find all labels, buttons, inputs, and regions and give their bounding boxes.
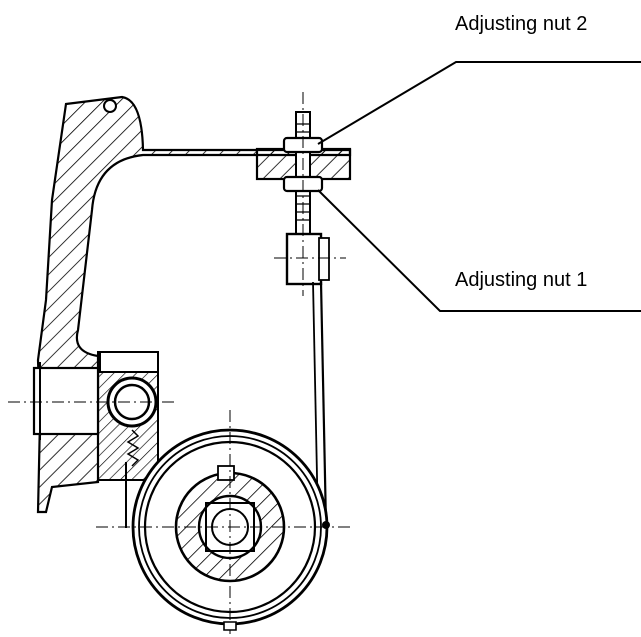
- band-bottom-clip: [223, 621, 237, 631]
- housing-bolt-hole: [103, 99, 117, 113]
- clevis-pin: [318, 237, 330, 281]
- leader-adjusting-nut-2: [317, 61, 641, 145]
- bearing-cap: [99, 351, 159, 373]
- label-leaders: [317, 61, 641, 312]
- band-strap-outer: [319, 281, 328, 526]
- bearing-spring: [126, 429, 140, 467]
- adjusting-rod-assembly: [274, 92, 346, 296]
- leader-adjusting-nut-1: [317, 189, 641, 312]
- bearing-assembly: [97, 351, 159, 481]
- band-anchor-pin: [322, 521, 330, 529]
- housing-casting: [32, 95, 352, 514]
- brake-drum: [96, 410, 352, 634]
- rod-clevis: [285, 232, 323, 286]
- housing-boss: [32, 366, 100, 436]
- housing-outline: [36, 95, 352, 514]
- label-adjusting-nut-1: Adjusting nut 1: [455, 269, 588, 291]
- drum-shaft-square: [205, 502, 255, 552]
- label-adjusting-nut-2: Adjusting nut 2: [455, 13, 588, 35]
- drum-key: [217, 465, 235, 481]
